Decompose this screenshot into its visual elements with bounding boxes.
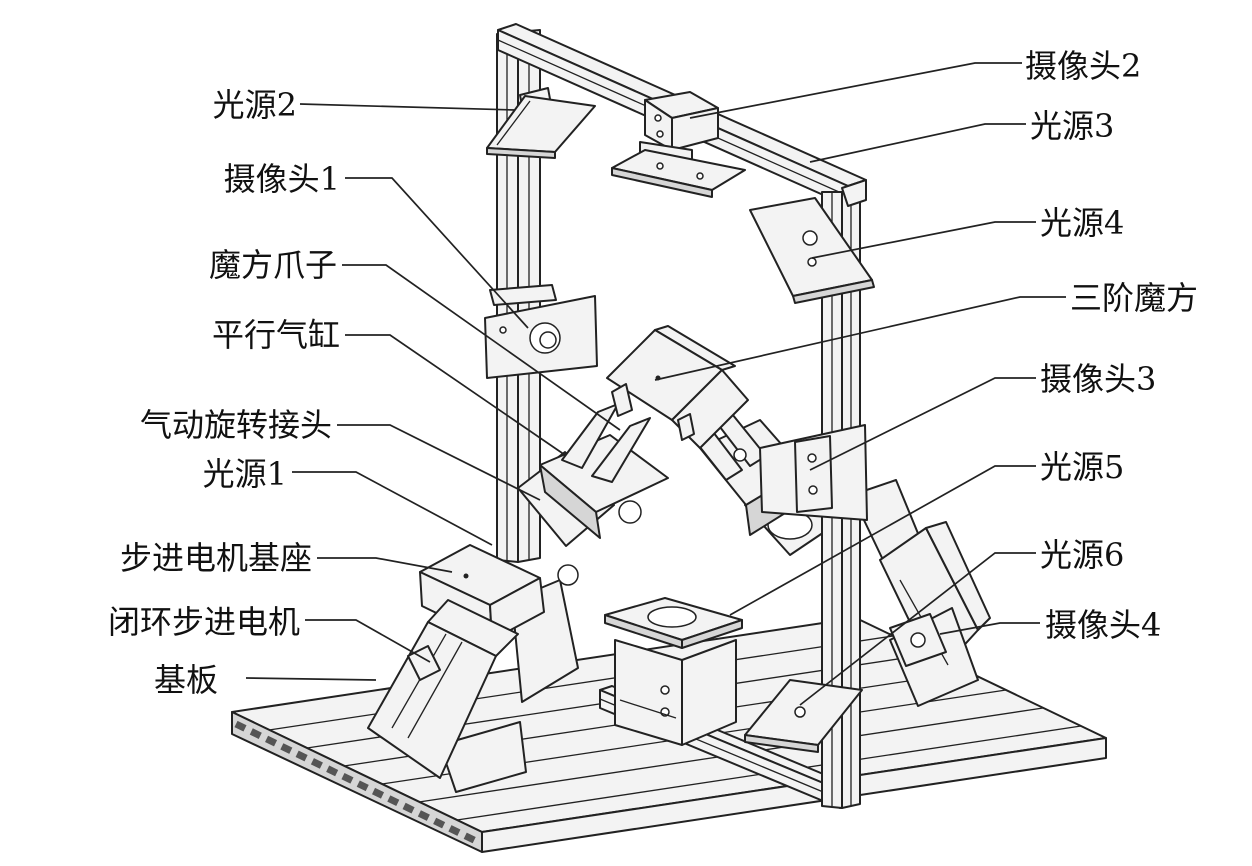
leader-camera-4: [939, 622, 1040, 635]
leader-motor-base: [317, 557, 453, 573]
leader-camera-3: [809, 377, 1036, 471]
camera-1: [484, 284, 598, 379]
leader-light-1: [292, 471, 493, 546]
labels-right: 摄像头2 光源3 光源4 三阶魔方 摄像头3 光源5 光源6 摄像头4: [1025, 47, 1198, 644]
label-light-2: 光源2: [213, 86, 297, 124]
label-rubiks-cube: 三阶魔方: [1070, 279, 1198, 317]
leader-rubiks-cube: [654, 296, 1066, 381]
leader-camera-2: [689, 62, 1022, 119]
label-light-3: 光源3: [1030, 107, 1114, 145]
leader-light-5: [729, 465, 1036, 616]
label-light-4: 光源4: [1040, 204, 1124, 242]
label-cube-gripper: 魔方爪子: [209, 246, 337, 284]
label-parallel-cylinder: 平行气缸: [212, 316, 340, 354]
leader-light-6: [799, 552, 1036, 706]
left-finger-1: [561, 403, 619, 469]
light-source-2: [486, 87, 596, 159]
label-base-plate: 基板: [154, 661, 218, 699]
label-light-5: 光源5: [1040, 448, 1124, 486]
light-source-6: [744, 679, 863, 753]
leader-light-3: [809, 123, 1026, 163]
light-source-5: [604, 597, 743, 746]
leader-stepper-motor: [305, 619, 431, 663]
camera-4: [889, 613, 947, 667]
left-stand: [439, 721, 527, 793]
leader-cube-gripper: [342, 264, 621, 431]
light-source-4: [749, 197, 875, 304]
leader-rotary-joint: [337, 424, 541, 501]
leader-parallel-cylinder: [345, 334, 566, 456]
camera-3: [759, 424, 868, 521]
label-camera-3: 摄像头3: [1040, 360, 1156, 398]
left-finger-2: [591, 417, 651, 483]
left-gripper-assembly: [367, 383, 695, 793]
label-camera-1: 摄像头1: [224, 160, 340, 198]
label-camera-4: 摄像头4: [1045, 606, 1161, 644]
leader-light-4: [811, 221, 1036, 259]
label-light-1: 光源1: [203, 455, 287, 493]
base-plate-right-side: [481, 737, 1107, 853]
leader-base-plate: [245, 677, 377, 681]
base-plate-profile-slots: [234, 720, 480, 846]
leader-camera-1: [345, 177, 529, 329]
label-motor-base: 步进电机基座: [120, 539, 312, 577]
label-rotary-joint: 气动旋转接头: [140, 406, 332, 444]
leader-light-2: [299, 103, 516, 111]
label-light-6: 光源6: [1040, 536, 1124, 574]
light-source-3: [611, 149, 746, 198]
label-stepper-motor: 闭环步进电机: [108, 603, 300, 641]
label-camera-2: 摄像头2: [1025, 47, 1141, 85]
leader-lines: [245, 62, 1066, 706]
labels-left: 光源2 摄像头1 魔方爪子 平行气缸 气动旋转接头 光源1 步进电机基座 闭环步…: [108, 86, 340, 699]
